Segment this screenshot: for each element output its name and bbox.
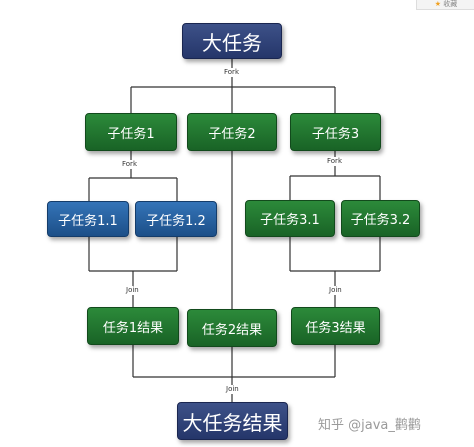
fork-label-top: Fork [223,68,240,77]
subtask-1-label: 子任务1 [107,126,155,142]
result-3-node: 任务3结果 [291,307,380,345]
subtask-1-node: 子任务1 [85,113,177,151]
subtask-1-2-label: 子任务1.2 [146,213,206,229]
fork-label-right: Fork [326,157,343,166]
subtask-3-2-label: 子任务3.2 [350,213,411,228]
subtask-3-label: 子任务3 [311,126,360,142]
big-task-label: 大任务 [202,30,262,55]
subtask-3-2-node: 子任务3.2 [341,200,420,237]
subtask-3-1-node: 子任务3.1 [245,200,335,237]
result-1-node: 任务1结果 [87,307,179,345]
join-label-left: Join [125,286,140,295]
result-1-label: 任务1结果 [102,320,164,336]
subtask-1-1-label: 子任务1.1 [58,213,118,229]
star-icon: ★ [434,0,442,8]
favorite-label: 收藏 [443,0,458,8]
big-task-result-label: 大任务结果 [182,410,283,435]
subtask-1-2-node: 子任务1.2 [135,201,217,237]
subtask-1-1-node: 子任务1.1 [47,201,129,237]
subtask-3-node: 子任务3 [290,113,381,151]
big-task-node: 大任务 [182,23,282,59]
subtask-2-label: 子任务2 [208,126,256,142]
join-label-bottom: Join [225,385,240,394]
join-label-right: Join [328,286,343,295]
watermark-text: 知乎 @java_鹳鹳 [318,418,421,433]
result-2-label: 任务2结果 [201,322,263,338]
subtask-2-node: 子任务2 [187,113,277,151]
fork-label-left: Fork [121,160,138,169]
big-task-result-node: 大任务结果 [177,402,288,440]
result-2-node: 任务2结果 [187,309,277,347]
subtask-3-1-label: 子任务3.1 [260,213,320,228]
favorite-button[interactable]: ★ 收藏 [416,0,474,10]
result-3-label: 任务3结果 [305,320,366,336]
